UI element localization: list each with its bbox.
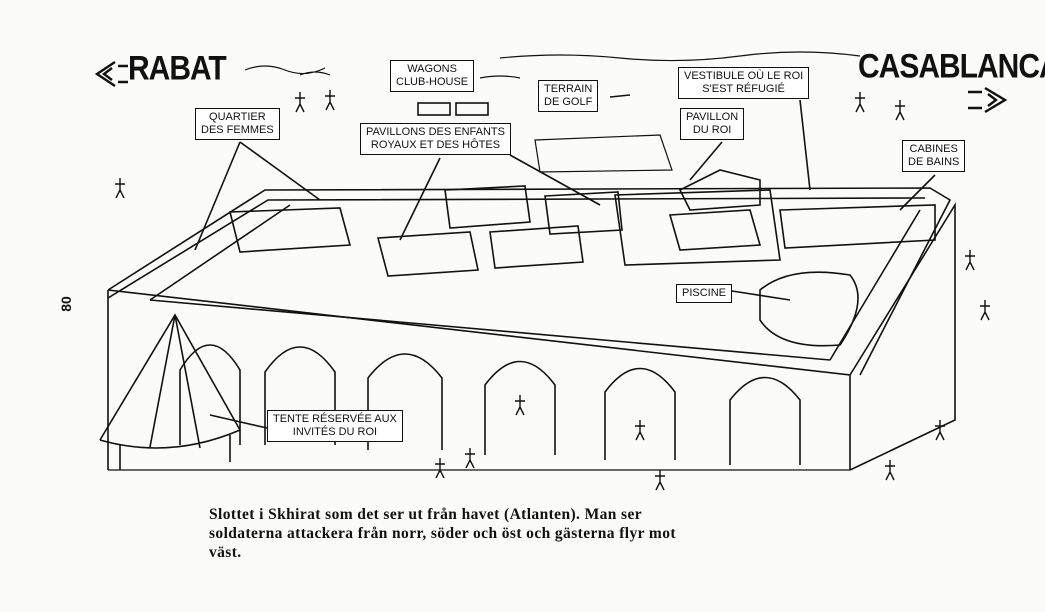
label-wagons-club-house: WAGONS CLUB-HOUSE [390, 60, 475, 92]
label-line: PAVILLONS DES ENFANTS [366, 126, 505, 138]
label-line: DU ROI [692, 124, 732, 136]
label-terrain-de-golf: TERRAIN DE GOLF [538, 80, 599, 112]
casablanca-direction-label: CASABLANCA [858, 47, 1045, 86]
label-line: DE BAINS [908, 156, 960, 168]
caption-line: väst. [209, 544, 242, 561]
label-line: TENTE RÉSERVÉE AUX [273, 413, 397, 425]
label-line: PAVILLON [686, 111, 739, 123]
label-line: INVITÉS DU ROI [292, 426, 378, 438]
label-line: CLUB-HOUSE [396, 76, 469, 88]
label-line: TERRAIN [544, 83, 593, 95]
label-line: ROYAUX ET DES HÔTES [370, 139, 501, 151]
caption-line: Slottet i Skhirat som det ser ut från ha… [209, 506, 643, 523]
rabat-direction-label: RABAT [128, 49, 227, 88]
label-line: PISCINE [682, 287, 727, 299]
caption-line: soldaterna attackera från norr, söder oc… [209, 525, 676, 542]
label-pavillon-du-roi: PAVILLON DU ROI [680, 108, 745, 140]
label-tente-reservee: TENTE RÉSERVÉE AUX INVITÉS DU ROI [267, 410, 403, 442]
label-line: CABINES [909, 143, 958, 155]
label-line: DE GOLF [544, 96, 593, 108]
page-number: 80 [57, 296, 74, 312]
label-line: QUARTIER [209, 111, 266, 123]
label-piscine: PISCINE [676, 284, 733, 303]
label-quartier-des-femmes: QUARTIER DES FEMMES [195, 108, 280, 140]
label-vestibule: VESTIBULE OÙ LE ROI S'EST RÉFUGIÉ [678, 67, 810, 99]
palace-illustration [94, 51, 1008, 491]
label-cabines-de-bains: CABINES DE BAINS [902, 140, 966, 172]
label-pavillons-des-enfants: PAVILLONS DES ENFANTS ROYAUX ET DES HÔTE… [360, 123, 511, 155]
figure-caption: Slottet i Skhirat som det ser ut från ha… [209, 505, 849, 562]
label-line: WAGONS [407, 63, 457, 75]
label-line: S'EST RÉFUGIÉ [702, 83, 785, 95]
label-line: DES FEMMES [201, 124, 274, 136]
label-line: VESTIBULE OÙ LE ROI [684, 70, 804, 82]
